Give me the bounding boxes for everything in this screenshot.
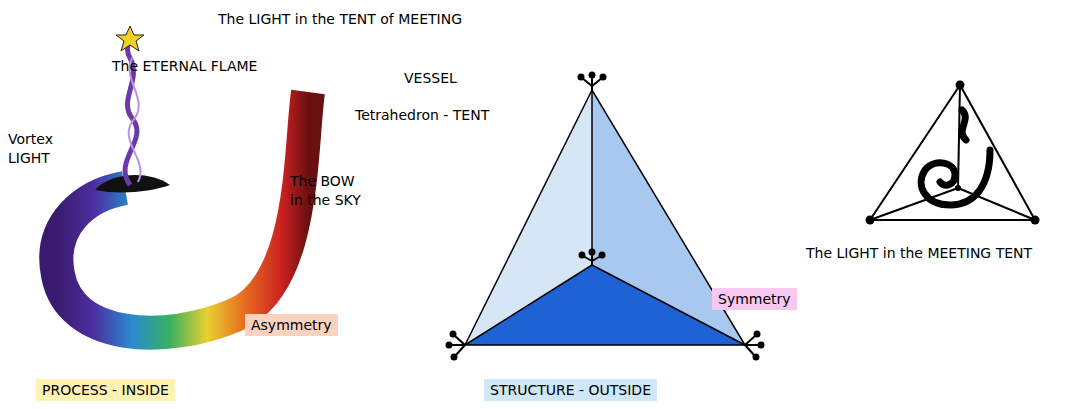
vertex-fork (447, 73, 764, 360)
tag-text: PROCESS - INSIDE (42, 382, 169, 398)
light-swirl (921, 110, 990, 205)
meeting-tent (870, 85, 1035, 220)
caption-label: The ETERNAL FLAME (112, 57, 257, 76)
tag-box: Asymmetry (245, 314, 338, 336)
tent-vertex (866, 81, 1040, 225)
tag-box: STRUCTURE - OUTSIDE (484, 379, 657, 401)
caption-label: The BOW in the SKY (290, 172, 368, 210)
diagram-title: The LIGHT in the TENT of MEETING (218, 10, 462, 29)
tag-box: PROCESS - INSIDE (36, 379, 175, 401)
vortex-mouth (95, 175, 170, 192)
tag-text: STRUCTURE - OUTSIDE (490, 382, 651, 398)
tag-box: Symmetry (712, 288, 797, 310)
caption-label: Tetrahedron - TENT (355, 106, 489, 125)
caption-label: Vortex LIGHT (8, 130, 70, 168)
tag-text: Symmetry (718, 291, 791, 307)
flame-star (116, 26, 144, 51)
tent-edges (465, 90, 745, 345)
caption-label: VESSEL (404, 69, 457, 88)
vortex-light (129, 58, 141, 182)
tag-text: Asymmetry (251, 317, 332, 333)
bow-ribbon (56, 92, 308, 333)
tent-face (465, 265, 745, 345)
caption-label: The LIGHT in the MEETING TENT (806, 244, 1032, 263)
